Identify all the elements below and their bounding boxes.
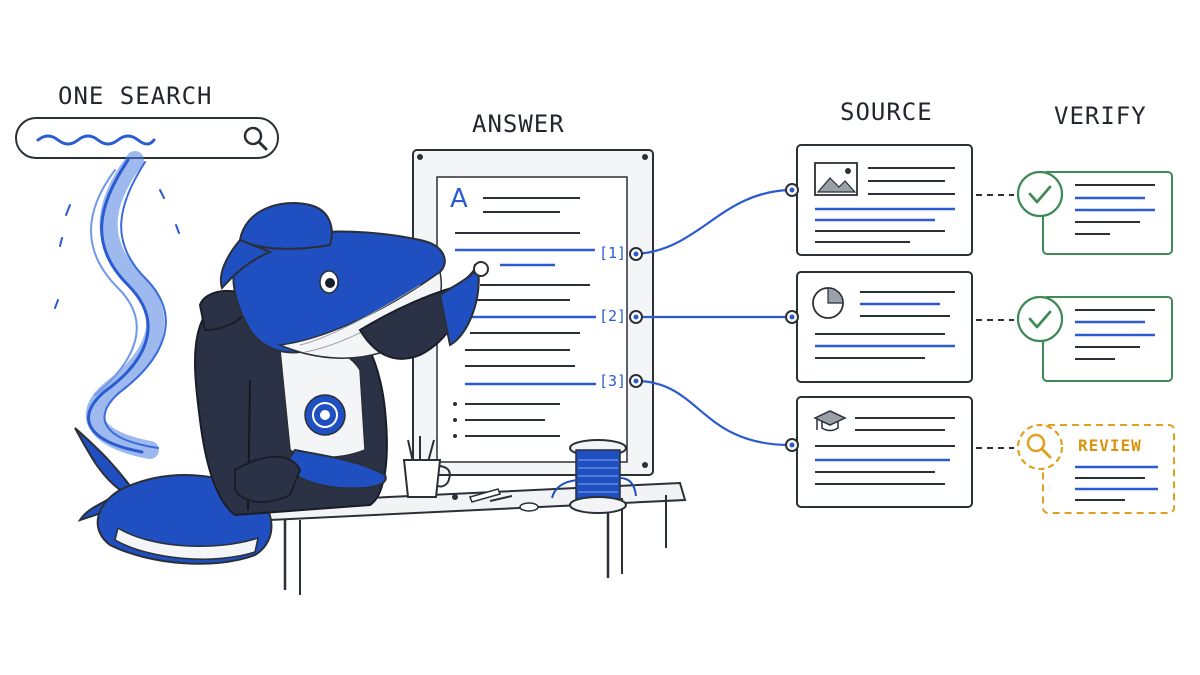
stage-label-search: ONE SEARCH: [58, 82, 213, 110]
source-card-1[interactable]: [796, 144, 973, 256]
citation-label-1[interactable]: [1]: [599, 244, 627, 262]
answer-doc-letter: A: [450, 184, 468, 214]
source-card-3[interactable]: [796, 396, 973, 508]
source-anchor-3[interactable]: [785, 438, 799, 452]
check-icon: [1016, 295, 1064, 343]
verify-links: [976, 194, 1014, 449]
whale-mascot: [74, 202, 489, 565]
stage-label-answer: ANSWER: [472, 110, 565, 138]
source-card-2[interactable]: [796, 271, 973, 383]
image-icon: [814, 162, 858, 196]
answer-document: [436, 176, 628, 463]
magnifier-icon: [1016, 423, 1064, 471]
search-icon[interactable]: [243, 126, 268, 151]
source-anchor-2[interactable]: [785, 310, 799, 324]
verify-card-2[interactable]: [1042, 296, 1173, 382]
review-label: REVIEW: [1078, 436, 1142, 455]
pencil-cup: [402, 436, 451, 498]
stage-label-verify: VERIFY: [1054, 102, 1147, 130]
citation-connectors: [635, 188, 791, 447]
verify-card-1[interactable]: [1042, 171, 1173, 255]
thread-spool: [551, 439, 637, 514]
whale-cap: [238, 202, 333, 250]
stage-label-source: SOURCE: [840, 98, 933, 126]
connector-1: [635, 188, 791, 256]
source-anchor-1[interactable]: [785, 183, 799, 197]
graduation-cap-icon: [813, 410, 847, 432]
pin-icon: [473, 261, 489, 277]
citation-label-2[interactable]: [2]: [599, 307, 627, 325]
search-stream: [54, 151, 180, 459]
desk-tools: [452, 488, 539, 512]
whale-eye: [319, 270, 339, 294]
verify-card-3-review[interactable]: [1042, 424, 1175, 514]
pie-chart-icon: [812, 287, 844, 319]
search-query-scribble: [36, 134, 156, 146]
shirt-logo-icon: [304, 394, 346, 436]
citation-anchor-2[interactable]: [629, 310, 643, 324]
check-icon: [1016, 170, 1064, 218]
search-bar[interactable]: [15, 117, 279, 159]
connector-3: [635, 379, 791, 447]
citation-label-3[interactable]: [3]: [599, 372, 627, 390]
citation-anchor-3[interactable]: [629, 374, 643, 388]
citation-anchor-1[interactable]: [629, 247, 643, 261]
